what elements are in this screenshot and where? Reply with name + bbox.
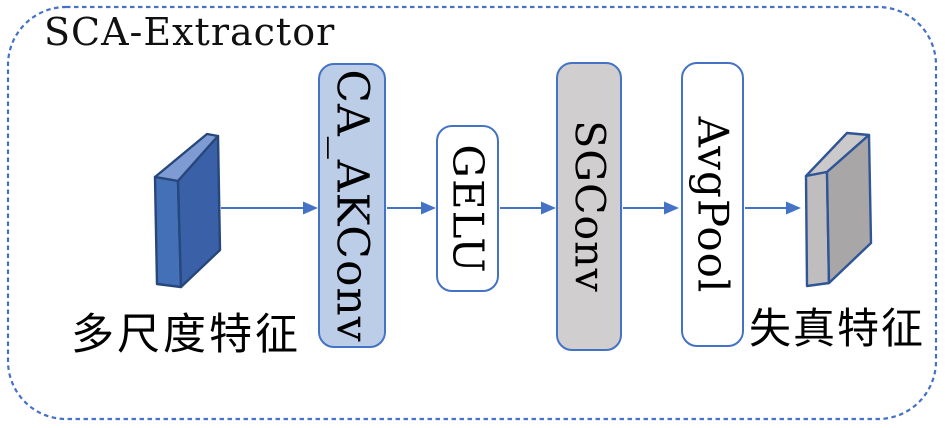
arrowhead-icon <box>664 201 679 215</box>
input-slab-side-face <box>153 175 183 289</box>
arrowhead-icon <box>303 201 318 215</box>
output-feature-slab <box>804 131 873 288</box>
flow-arrows <box>221 201 801 215</box>
block-avgpool-label: AvgPool <box>688 116 738 293</box>
block-avgpool: AvgPool <box>681 62 744 347</box>
output-slab-main-face <box>825 133 873 285</box>
input-feature-slab <box>153 132 222 289</box>
block-ca-akconv: CA_AKConv <box>318 63 386 348</box>
arrowhead-icon <box>786 201 801 215</box>
input-feature-label: 多尺度特征 <box>71 310 301 360</box>
block-gelu: GELU <box>436 125 499 292</box>
dashed-frame-border <box>6 5 938 421</box>
output-feature-label: 失真特征 <box>749 304 926 353</box>
diagram-title: SCA-Extractor <box>44 10 336 54</box>
block-gelu-label: GELU <box>443 143 493 274</box>
output-slab-side-face <box>804 170 831 288</box>
block-sgconv: SGConv <box>556 62 622 351</box>
input-slab-main-face <box>176 134 222 289</box>
block-sgconv-label: SGConv <box>565 120 614 293</box>
arrowhead-icon <box>421 201 436 215</box>
arrowhead-icon <box>541 201 556 215</box>
block-ca-akconv-label: CA_AKConv <box>327 68 379 343</box>
